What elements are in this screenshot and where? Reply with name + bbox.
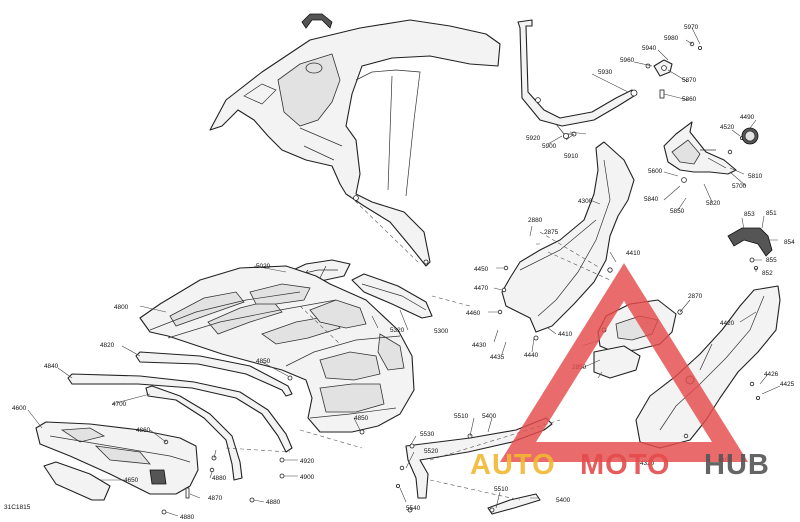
callout-4650: 4650 [124,477,139,484]
callout-854: 854 [784,239,795,246]
callout-4880-b: 4880 [266,499,281,506]
callout-5400: 5400 [482,413,497,420]
callout-851: 851 [766,210,777,217]
callout-4900: 4900 [300,474,315,481]
callout-4410: 4410 [626,250,641,257]
callout-4820: 4820 [100,342,115,349]
skid-plate-4650 [43,461,111,501]
callout-4420: 4420 [720,320,735,327]
watermark-logo: AUTO MOTO HUB [470,263,770,481]
callout-855: 855 [766,257,777,264]
callout-5920: 5920 [526,135,541,142]
watermark-text-auto: AUTO [470,449,556,481]
callout-5300: 5300 [434,328,449,335]
callout-853: 853 [744,211,755,218]
callout-5980: 5980 [664,35,679,42]
callout-5930: 5930 [598,69,613,76]
callout-5870: 5870 [682,77,697,84]
callout-4410-b: 4410 [558,331,573,338]
callout-5940: 5940 [642,45,657,52]
callout-2875: 2875 [544,229,559,236]
handle-bar-assembly [517,19,638,139]
callout-4700: 4700 [112,401,127,408]
callout-4450: 4450 [474,266,489,273]
callout-4920: 4920 [300,458,315,465]
callout-2880: 2880 [528,217,543,224]
callout-5540: 5540 [406,505,421,512]
callout-4850: 4850 [256,358,271,365]
callout-5960: 5960 [620,57,635,64]
callout-2840: 2840 [588,377,603,384]
bumper-tube-4840 [67,373,293,481]
headlight-housing [663,121,759,183]
callout-5510-b: 5510 [494,486,509,493]
callout-5810: 5810 [748,173,763,180]
callout-852: 852 [762,270,773,277]
lower-bracket-5400b [407,493,541,515]
callout-4880-c: 4880 [180,514,195,521]
callout-4425: 4425 [780,381,795,388]
fender-clip [301,13,333,29]
callout-5320: 5320 [390,327,405,334]
callout-5510: 5510 [454,413,469,420]
bumper-fasteners [161,439,285,515]
callout-5400-b: 5400 [556,497,571,504]
callout-4320: 4320 [640,460,655,467]
callout-4460: 4460 [466,310,481,317]
callout-2870: 2870 [688,293,703,300]
diagram-id-label: 31C1815 [4,504,31,511]
callout-4840: 4840 [44,363,59,370]
callout-5910: 5910 [564,153,579,160]
callout-5520: 5520 [424,448,439,455]
callout-5850: 5850 [670,208,685,215]
callout-4430: 4430 [472,342,487,349]
leader-lines [27,27,781,517]
callout-4860: 4860 [136,427,151,434]
front-rack-4800 [139,265,415,435]
callout-4435: 4435 [490,354,505,361]
callout-5700: 5700 [732,183,747,190]
callout-5840: 5840 [644,196,659,203]
front-fender-panel [209,19,501,267]
callout-5900: 5900 [542,143,557,150]
mount-knob [645,41,703,99]
callout-4800: 4800 [114,304,129,311]
callout-4426: 4426 [764,371,779,378]
callout-4470: 4470 [474,285,489,292]
side-frame-panel [497,141,635,341]
callout-4520: 4520 [720,124,735,131]
watermark-text-hub: HUB [704,449,770,481]
bumper-tube-4820 [135,351,293,397]
callout-4870: 4870 [208,495,223,502]
callout-4490: 4490 [740,114,755,121]
callout-4440: 4440 [524,352,539,359]
callout-4600: 4600 [12,405,27,412]
callout-labels: 4300 4410 4450 4470 4460 4410 4430 4435 … [4,24,795,521]
watermark-triangle-icon [499,263,749,462]
callout-5020: 5020 [256,263,271,270]
callout-5970: 5970 [684,24,699,31]
callout-4850-b: 4850 [354,415,369,422]
callout-5820: 5820 [706,200,721,207]
callout-4300: 4300 [578,198,593,205]
callout-5600: 5600 [648,168,663,175]
callout-4880: 4880 [212,475,227,482]
front-bumper-4600 [35,421,199,495]
callout-5860: 5860 [682,96,697,103]
watermark-text-moto: MOTO [580,449,670,481]
callout-5530: 5530 [420,431,435,438]
